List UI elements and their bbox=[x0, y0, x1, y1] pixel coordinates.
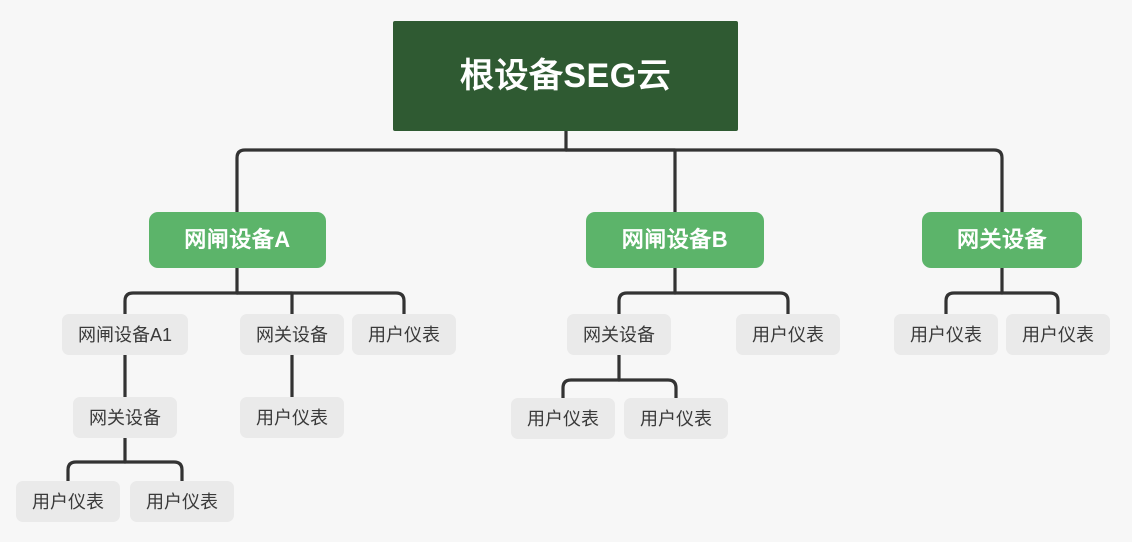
edge-a-to-a3 bbox=[235, 291, 406, 316]
node-a1-gateway-device-a1[interactable]: 网闸设备A1 bbox=[62, 314, 188, 355]
node-a2-gateway-device[interactable]: 网关设备 bbox=[240, 314, 344, 355]
edge-root-to-a bbox=[235, 148, 568, 214]
node-a2-1-user-meter[interactable]: 用户仪表 bbox=[240, 397, 344, 438]
edge-b-to-b1 bbox=[617, 291, 677, 316]
node-b1-2-user-meter[interactable]: 用户仪表 bbox=[624, 398, 728, 439]
edge-root-to-c bbox=[564, 148, 1004, 214]
edge-root-to-b bbox=[564, 148, 677, 214]
node-c2-user-meter[interactable]: 用户仪表 bbox=[1006, 314, 1110, 355]
edge-b1-to-m2 bbox=[617, 378, 678, 400]
node-a1-1-2-user-meter[interactable]: 用户仪表 bbox=[130, 481, 234, 522]
edge-b1-to-m1 bbox=[561, 378, 621, 400]
node-a1-1-1-user-meter[interactable]: 用户仪表 bbox=[16, 481, 120, 522]
node-a1-1-gateway-device[interactable]: 网关设备 bbox=[73, 397, 177, 438]
node-gateway-device-a[interactable]: 网闸设备A bbox=[149, 212, 326, 268]
node-c1-user-meter[interactable]: 用户仪表 bbox=[894, 314, 998, 355]
node-b1-1-user-meter[interactable]: 用户仪表 bbox=[511, 398, 615, 439]
edge-a-to-a1 bbox=[123, 291, 239, 316]
node-root[interactable]: 根设备SEG云 bbox=[393, 21, 738, 131]
node-gateway-device-c[interactable]: 网关设备 bbox=[922, 212, 1082, 268]
node-gateway-device-b[interactable]: 网闸设备B bbox=[586, 212, 764, 268]
node-b2-user-meter[interactable]: 用户仪表 bbox=[736, 314, 840, 355]
edge-a1_1-to-m2 bbox=[123, 460, 184, 483]
edge-c-to-c1 bbox=[944, 291, 1004, 316]
edge-a-to-a2 bbox=[235, 291, 294, 316]
node-a3-user-meter[interactable]: 用户仪表 bbox=[352, 314, 456, 355]
edge-c-to-c2 bbox=[1000, 291, 1060, 316]
edge-b-to-b2 bbox=[673, 291, 790, 316]
node-b1-gateway-device[interactable]: 网关设备 bbox=[567, 314, 671, 355]
edge-a1_1-to-m1 bbox=[66, 460, 127, 483]
